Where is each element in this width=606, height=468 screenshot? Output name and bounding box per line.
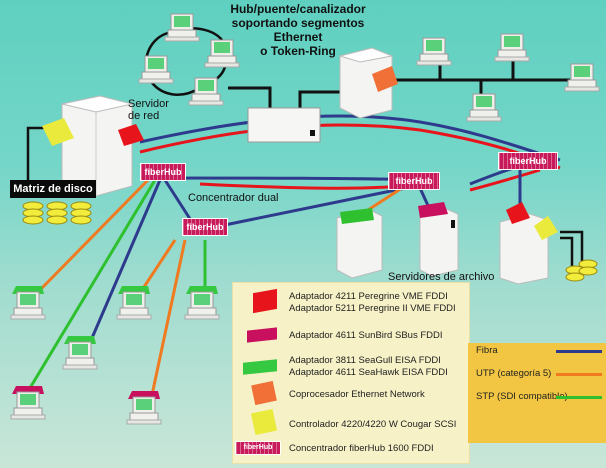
disk-stack [565, 259, 598, 282]
legend-item: Adaptador 4611 SunBird SBus FDDI [289, 330, 443, 341]
fiberhub-concentrator[interactable]: fiberHub [498, 152, 558, 170]
scsi-cable [560, 230, 584, 270]
disk-stack [22, 201, 44, 225]
title-line: Ethernet [273, 30, 323, 44]
label-line: de red [128, 110, 160, 122]
file-servers-label: Servidores de archivo [388, 271, 495, 283]
legend-item: Adaptador 4211 Peregrine VME FDDI Adapta… [289, 291, 456, 315]
title-line: o Token-Ring [260, 44, 336, 58]
title-line: Hub/puente/canalizador [230, 2, 366, 16]
adapter-card-icon [250, 408, 278, 436]
ethernet-coprocessor-card [372, 66, 398, 92]
utp-link [140, 239, 177, 291]
legend-label: Adaptador 4211 Peregrine VME FDDI [289, 291, 448, 302]
label-line: Servidor [128, 98, 169, 110]
workstation[interactable] [126, 391, 162, 425]
fiberhub-icon: fiberHub [235, 441, 281, 455]
cable-legend: Fibra UTP (categoría 5) STP (SDI compati… [468, 343, 606, 443]
scsi-controller-card [534, 216, 558, 240]
disk-stack [46, 201, 68, 225]
network-server[interactable] [61, 95, 133, 197]
legend-item: Adaptador 3811 SeaGull EISA FDDI Adaptad… [289, 355, 448, 379]
eisa-adapter-card [340, 208, 374, 224]
cable-legend-fiber: Fibra [476, 345, 498, 356]
ethernet-server[interactable] [338, 47, 394, 119]
workstation[interactable] [466, 93, 502, 122]
adapter-card-icon [247, 327, 277, 343]
stp-line-sample [556, 396, 602, 399]
workstation[interactable] [204, 39, 240, 68]
file-server[interactable] [499, 213, 549, 285]
legend-label: Adaptador 5211 Peregrine II VME FDDI [289, 303, 456, 314]
legend-item: Concentrador fiberHub 1600 FDDI [289, 443, 434, 454]
token-ring-loop [144, 27, 228, 96]
workstation[interactable] [494, 33, 530, 62]
legend-item: Controlador 4220/4220 W Cougar SCSI [289, 419, 457, 430]
cable-label: Fibra [476, 345, 498, 356]
hub-title: Hub/puente/canalizador soportando segmen… [228, 2, 368, 58]
network-server-label: Servidor de red [128, 98, 169, 122]
cable-hub-ring [228, 86, 272, 110]
utp-link [38, 178, 150, 292]
workstation[interactable] [10, 386, 46, 420]
workstation[interactable] [416, 37, 452, 66]
fiber-line-sample [556, 350, 602, 353]
legend-item: Coprocesador Ethernet Network [289, 389, 425, 400]
stp-link [28, 179, 157, 389]
adapter-legend: Adaptador 4211 Peregrine VME FDDI Adapta… [232, 282, 470, 464]
title-line: soportando segmentos [231, 16, 365, 30]
legend-label: Adaptador 3811 SeaGull EISA FDDI [289, 355, 441, 366]
fddi-adapter-card [506, 202, 530, 224]
workstation[interactable] [138, 55, 174, 84]
fddi-adapter-card [118, 124, 144, 146]
cable-legend-utp: UTP (categoría 5) [476, 368, 551, 379]
disk-array-label: Matriz de disco [10, 180, 96, 198]
scsi-controller-card [42, 118, 74, 146]
workstation[interactable] [564, 63, 600, 92]
adapter-card-icon [251, 380, 277, 406]
cable-label: STP (SDI compatible) [476, 391, 568, 402]
workstation[interactable] [62, 336, 98, 370]
utp-link [150, 239, 187, 396]
dual-concentrator-label: Concentrador dual [188, 192, 279, 204]
utp-line-sample [556, 373, 602, 376]
workstation[interactable] [188, 77, 224, 106]
fiberhub-concentrator[interactable]: fiberHub [140, 163, 186, 181]
sbus-adapter-card [418, 202, 448, 218]
cable-label: UTP (categoría 5) [476, 368, 552, 379]
fiber-link [163, 179, 194, 223]
workstation[interactable] [164, 13, 200, 42]
hub-bridge-router[interactable] [247, 107, 321, 143]
workstation[interactable] [10, 286, 46, 320]
adapter-card-icon [243, 359, 277, 375]
utp-link [367, 186, 403, 212]
fiber-link [90, 179, 162, 339]
workstation[interactable] [116, 286, 152, 320]
workstation[interactable] [184, 286, 220, 320]
fiberhub-concentrator[interactable]: fiberHub [388, 172, 440, 190]
file-server[interactable] [419, 207, 459, 277]
adapter-card-icon [253, 288, 277, 314]
disk-stack [70, 201, 92, 225]
fiberhub-concentrator[interactable]: fiberHub [182, 218, 228, 236]
cable-legend-stp: STP (SDI compatible) [476, 391, 568, 402]
legend-label: Adaptador 4611 SeaHawk EISA FDDI [289, 367, 448, 378]
